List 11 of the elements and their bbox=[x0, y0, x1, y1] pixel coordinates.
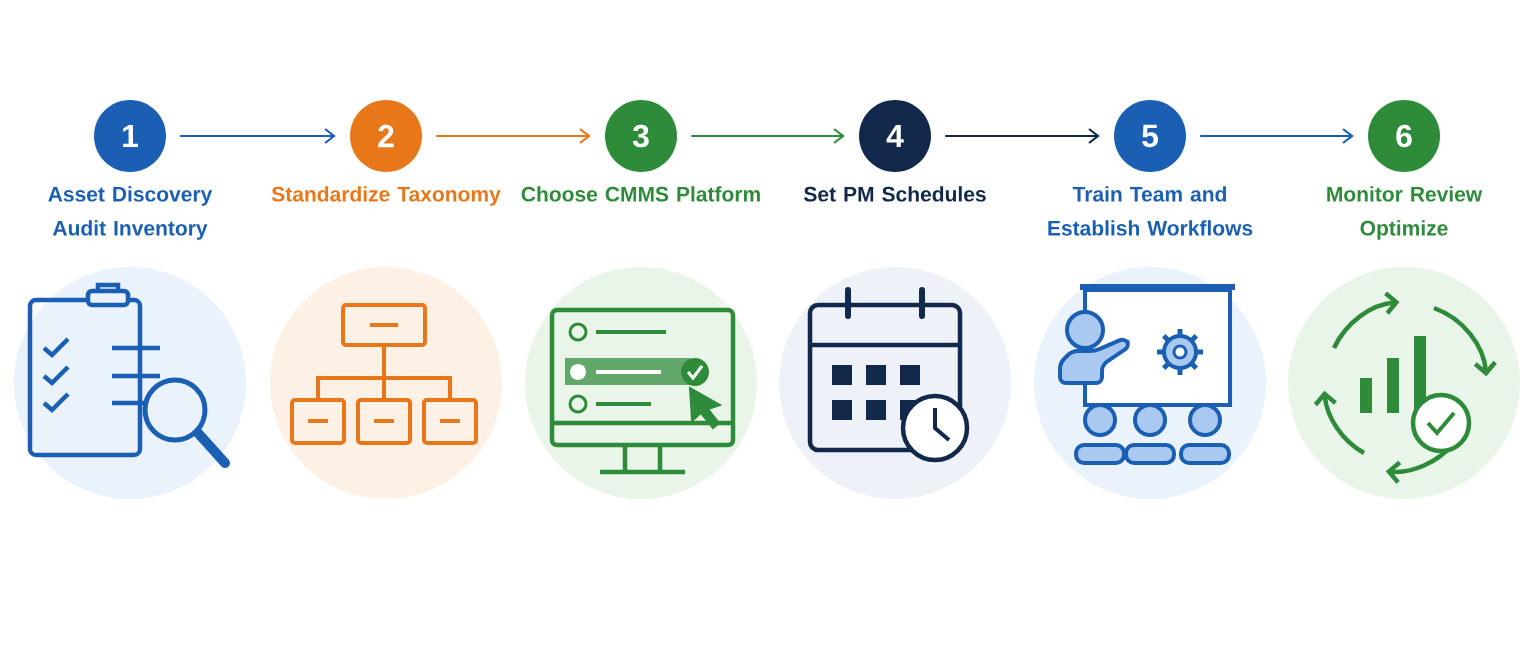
step-label: Monitor Review Optimize bbox=[1327, 186, 1483, 240]
step-label: Train Team and Establish Workflows bbox=[1048, 186, 1253, 236]
arrow bbox=[436, 128, 591, 144]
step-label: Standardize Taxonomy bbox=[271, 186, 501, 206]
arrow bbox=[691, 128, 845, 144]
step-label: Set PM Schedules bbox=[804, 186, 986, 202]
arrow bbox=[1200, 128, 1354, 144]
arrow bbox=[180, 128, 336, 144]
arrow bbox=[945, 128, 1100, 144]
step-label: Asset Discovery Audit Inventory bbox=[48, 186, 213, 240]
step-label: Choose CMMS Platform bbox=[521, 186, 760, 202]
